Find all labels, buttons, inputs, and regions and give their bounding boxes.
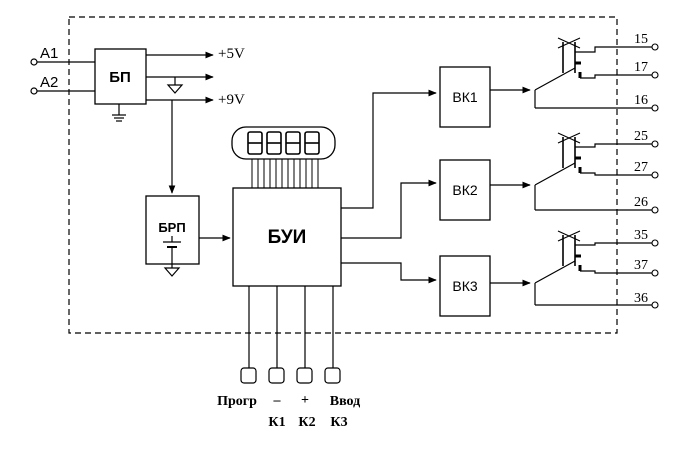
button-k1-label: К1 (268, 415, 285, 430)
block-brp-label: БРП (158, 220, 185, 235)
relay-3: 35 37 36 (534, 228, 659, 309)
button-prog[interactable] (240, 286, 257, 384)
relay-3-terminal-c: 36 (634, 291, 648, 306)
relay-1-terminal-b: 17 (634, 60, 648, 75)
button-enter-label: Ввод (330, 394, 360, 409)
button-enter[interactable] (324, 286, 341, 384)
relay-1-terminal-a: 15 (634, 32, 648, 47)
relay-3-terminal-b: 37 (634, 258, 648, 273)
relay-1: 15 17 16 (534, 32, 659, 112)
button-minus[interactable] (268, 286, 285, 384)
button-plus-label: + (301, 393, 309, 408)
input-a2: A2 (30, 74, 95, 95)
block-brp: БРП (145, 195, 200, 277)
block-vk2-label: ВК2 (452, 182, 477, 198)
button-k2-label: К2 (298, 415, 315, 430)
block-bp: БП (94, 48, 147, 122)
relay-2-terminal-b: 27 (634, 160, 648, 175)
output-9v-label: +9V (218, 92, 245, 108)
led-display (231, 126, 336, 188)
button-plus[interactable] (296, 286, 313, 384)
button-prog-label: Прогр (217, 394, 257, 409)
block-bp-label: БП (109, 69, 131, 86)
block-bui-label: БУИ (268, 227, 307, 248)
block-vk2: ВК2 (439, 159, 491, 221)
relay-1-terminal-c: 16 (634, 93, 648, 108)
relay-3-terminal-a: 35 (634, 228, 648, 243)
button-k3-label: К3 (330, 415, 347, 430)
block-vk1: ВК1 (439, 66, 491, 128)
block-vk3-label: ВК3 (452, 278, 477, 294)
input-a2-label: A2 (40, 74, 58, 91)
relay-2-terminal-a: 25 (634, 129, 648, 144)
block-vk1-label: ВК1 (452, 89, 477, 105)
input-a1: A1 (30, 45, 95, 66)
relay-2: 25 27 26 (534, 129, 659, 214)
input-a1-label: A1 (40, 45, 58, 62)
relay-2-terminal-c: 26 (634, 195, 648, 210)
block-vk3: ВК3 (439, 255, 491, 317)
output-5v-label: +5V (218, 46, 245, 62)
button-minus-label: – (273, 393, 282, 408)
block-bui: БУИ (232, 187, 342, 287)
